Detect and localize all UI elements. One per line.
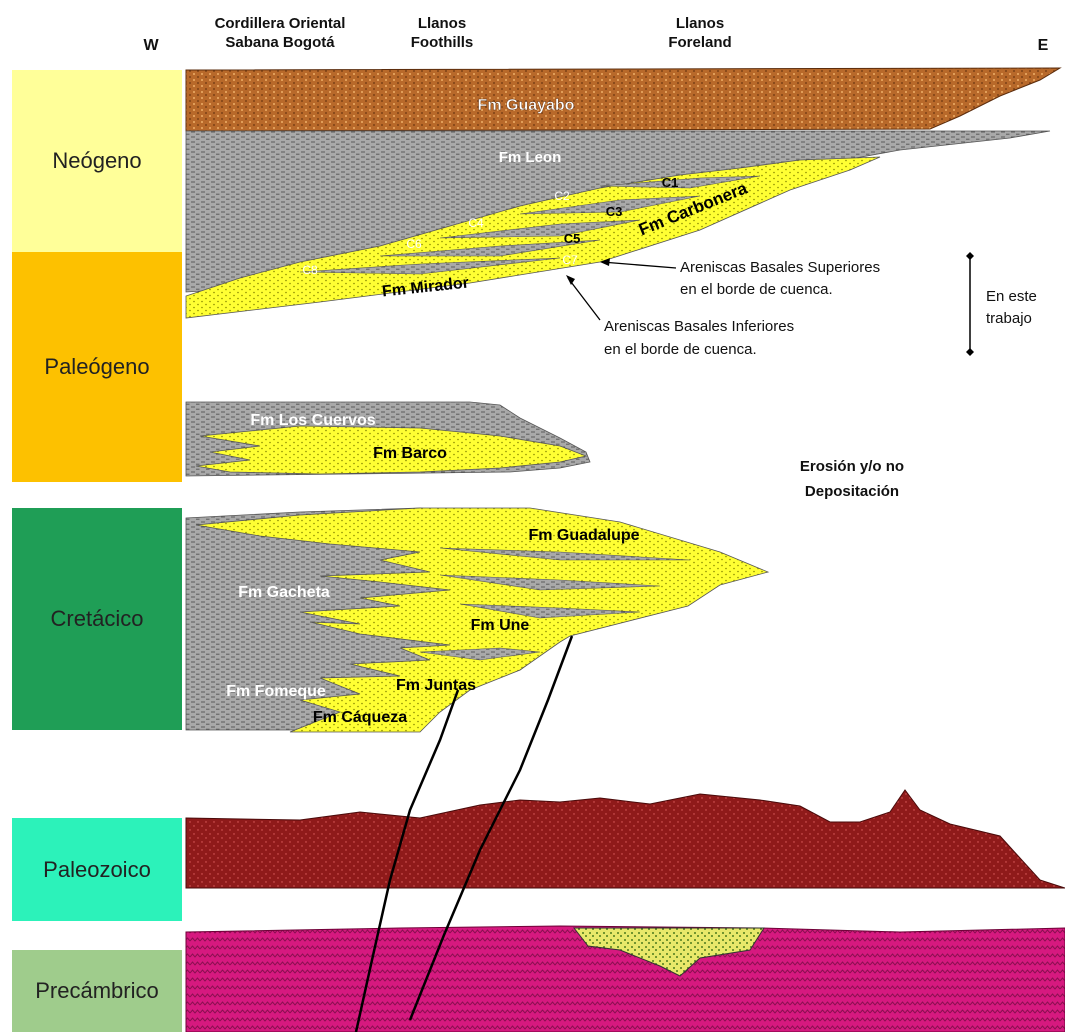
label-guadalupe: Fm Guadalupe bbox=[528, 527, 639, 544]
label-c6: C6 bbox=[406, 237, 422, 251]
annotation-superiores-line1: Areniscas Basales Superiores bbox=[680, 259, 880, 276]
guayabo-formation bbox=[186, 68, 1060, 131]
label-juntas: Fm Juntas bbox=[396, 677, 476, 694]
annotation-superiores-line2: en el borde de cuenca. bbox=[680, 281, 833, 298]
label-c4: C4 bbox=[468, 216, 484, 230]
annotation-erosion-line1: Erosión y/o no bbox=[800, 458, 904, 475]
label-gacheta: Fm Gacheta bbox=[238, 584, 330, 601]
label-barco: Fm Barco bbox=[373, 445, 447, 462]
label-caqueza: Fm Cáqueza bbox=[313, 709, 407, 726]
label-c7: C7 bbox=[562, 253, 578, 267]
annotation-este-trabajo-line2: trabajo bbox=[986, 310, 1032, 327]
label-leon: Fm Leon bbox=[499, 149, 562, 166]
label-c2: C2 bbox=[554, 189, 570, 203]
label-c1: C1 bbox=[662, 175, 679, 190]
arrow-inferiores bbox=[568, 278, 600, 320]
label-une: Fm Une bbox=[471, 617, 530, 634]
este-trabajo-marker-bottom bbox=[966, 348, 974, 356]
este-trabajo-marker-top bbox=[966, 252, 974, 260]
label-c8: C8 bbox=[302, 263, 318, 277]
arrow-superiores bbox=[602, 262, 676, 268]
paleozoic-basement bbox=[186, 790, 1065, 888]
label-guayabo: Fm Guayabo bbox=[478, 97, 575, 114]
arrow-inferiores-head bbox=[566, 275, 575, 285]
label-los-cuervos: Fm Los Cuervos bbox=[250, 412, 375, 429]
label-c5: C5 bbox=[564, 231, 581, 246]
annotation-inferiores-line1: Areniscas Basales Inferiores bbox=[604, 318, 794, 335]
label-c3: C3 bbox=[606, 204, 623, 219]
annotation-erosion-line2: Depositación bbox=[805, 483, 899, 500]
annotation-inferiores-line2: en el borde de cuenca. bbox=[604, 341, 757, 358]
label-fomeque: Fm Fomeque bbox=[226, 683, 326, 700]
annotation-este-trabajo-line1: En este bbox=[986, 288, 1037, 305]
